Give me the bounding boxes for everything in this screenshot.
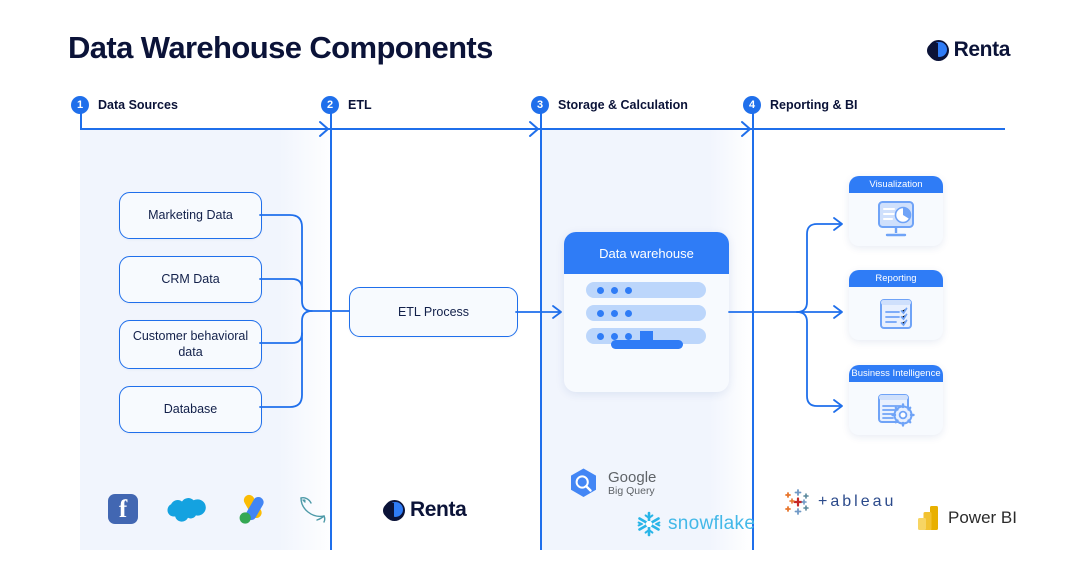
data-warehouse-illustration: [564, 274, 729, 392]
renta-wordmark: Renta: [953, 38, 1011, 61]
stage-header-4: 4 Reporting & BI: [743, 96, 858, 114]
document-checklist-icon: [849, 287, 943, 340]
stage-header-3: 3 Storage & Calculation: [531, 96, 688, 114]
facebook-glyph: f: [118, 496, 128, 523]
source-box-customer-behavioral-data[interactable]: Customer behavioral data: [119, 320, 262, 369]
stage-stem-2: [330, 104, 332, 550]
power-bi-logo: Power BI: [917, 505, 1017, 531]
stage-header-1: 1 Data Sources: [71, 96, 178, 114]
stage-number-4: 4: [743, 96, 761, 114]
tableau-wordmark: +ableau: [818, 493, 897, 510]
stage-label-2: ETL: [348, 98, 372, 112]
snowflake-logo: snowflake: [635, 510, 755, 538]
google-ads-icon: [236, 493, 270, 525]
bigquery-line1: Google: [608, 469, 657, 487]
source-box-crm-data[interactable]: CRM Data: [119, 256, 262, 303]
bi-card-title: Visualization: [849, 176, 943, 193]
stage-number-1: 1: [71, 96, 89, 114]
bigquery-icon: [567, 467, 600, 500]
source-box-database[interactable]: Database: [119, 386, 262, 433]
bigquery-wordmark: Google Big Query: [608, 470, 656, 497]
bigquery-logo: Google Big Query: [567, 467, 656, 500]
stage-header-2: 2 ETL: [321, 96, 372, 114]
warehouse-row-1: [586, 282, 706, 298]
snowflake-wordmark: snowflake: [668, 513, 756, 534]
connector-warehouse-to-bi: [728, 217, 857, 418]
etl-process-box[interactable]: ETL Process: [349, 287, 518, 337]
renta-logo-header: Renta: [926, 38, 1011, 62]
stage-label-3: Storage & Calculation: [558, 98, 688, 112]
source-label: Database: [163, 401, 218, 416]
stage-stem-1: [80, 104, 82, 130]
stage-number-3: 3: [531, 96, 549, 114]
tableau-logo: +ableau: [785, 489, 896, 515]
data-warehouse-card[interactable]: Data warehouse: [564, 232, 729, 392]
timeline-axis: [80, 128, 1005, 130]
mysql-icon: [297, 494, 329, 524]
tableau-icon: [785, 489, 811, 515]
renta-logo-etl: Renta: [383, 498, 467, 522]
source-box-marketing-data[interactable]: Marketing Data: [119, 192, 262, 239]
power-bi-wordmark: Power BI: [948, 508, 1017, 527]
bi-card-title: Business Intelligence: [849, 365, 943, 382]
stage-label-1: Data Sources: [98, 98, 178, 112]
bi-card-reporting[interactable]: Reporting: [849, 270, 943, 340]
document-gear-icon: [849, 382, 943, 435]
connector-sources-to-etl: [259, 205, 355, 420]
stage-stem-3: [540, 104, 542, 550]
renta-mark-icon: [926, 39, 949, 61]
bigquery-line2: Big Query: [608, 484, 655, 497]
source-label: CRM Data: [161, 271, 220, 286]
salesforce-icon: [165, 495, 209, 523]
warehouse-row-2: [586, 305, 706, 321]
connector-etl-to-warehouse: [515, 303, 568, 321]
power-bi-icon: [917, 505, 940, 531]
facebook-icon: f: [108, 494, 138, 524]
bi-card-business-intelligence[interactable]: Business Intelligence: [849, 365, 943, 435]
monitor-base-icon: [611, 340, 683, 349]
stage-label-4: Reporting & BI: [770, 98, 858, 112]
source-label: Marketing Data: [148, 207, 233, 222]
bi-card-title: Reporting: [849, 270, 943, 287]
page-title: Data Warehouse Components: [68, 30, 493, 65]
renta-mark-icon: [383, 499, 405, 521]
snowflake-icon: [635, 510, 663, 538]
renta-wordmark: Renta: [410, 498, 467, 521]
data-warehouse-title: Data warehouse: [564, 232, 729, 274]
monitor-chart-icon: [849, 193, 943, 246]
bi-card-visualization[interactable]: Visualization: [849, 176, 943, 246]
source-label: Customer behavioral data: [132, 329, 249, 359]
source-logo-row: f: [108, 493, 329, 525]
etl-process-label: ETL Process: [397, 305, 470, 319]
stage-stem-4: [752, 104, 754, 550]
stage-number-2: 2: [321, 96, 339, 114]
